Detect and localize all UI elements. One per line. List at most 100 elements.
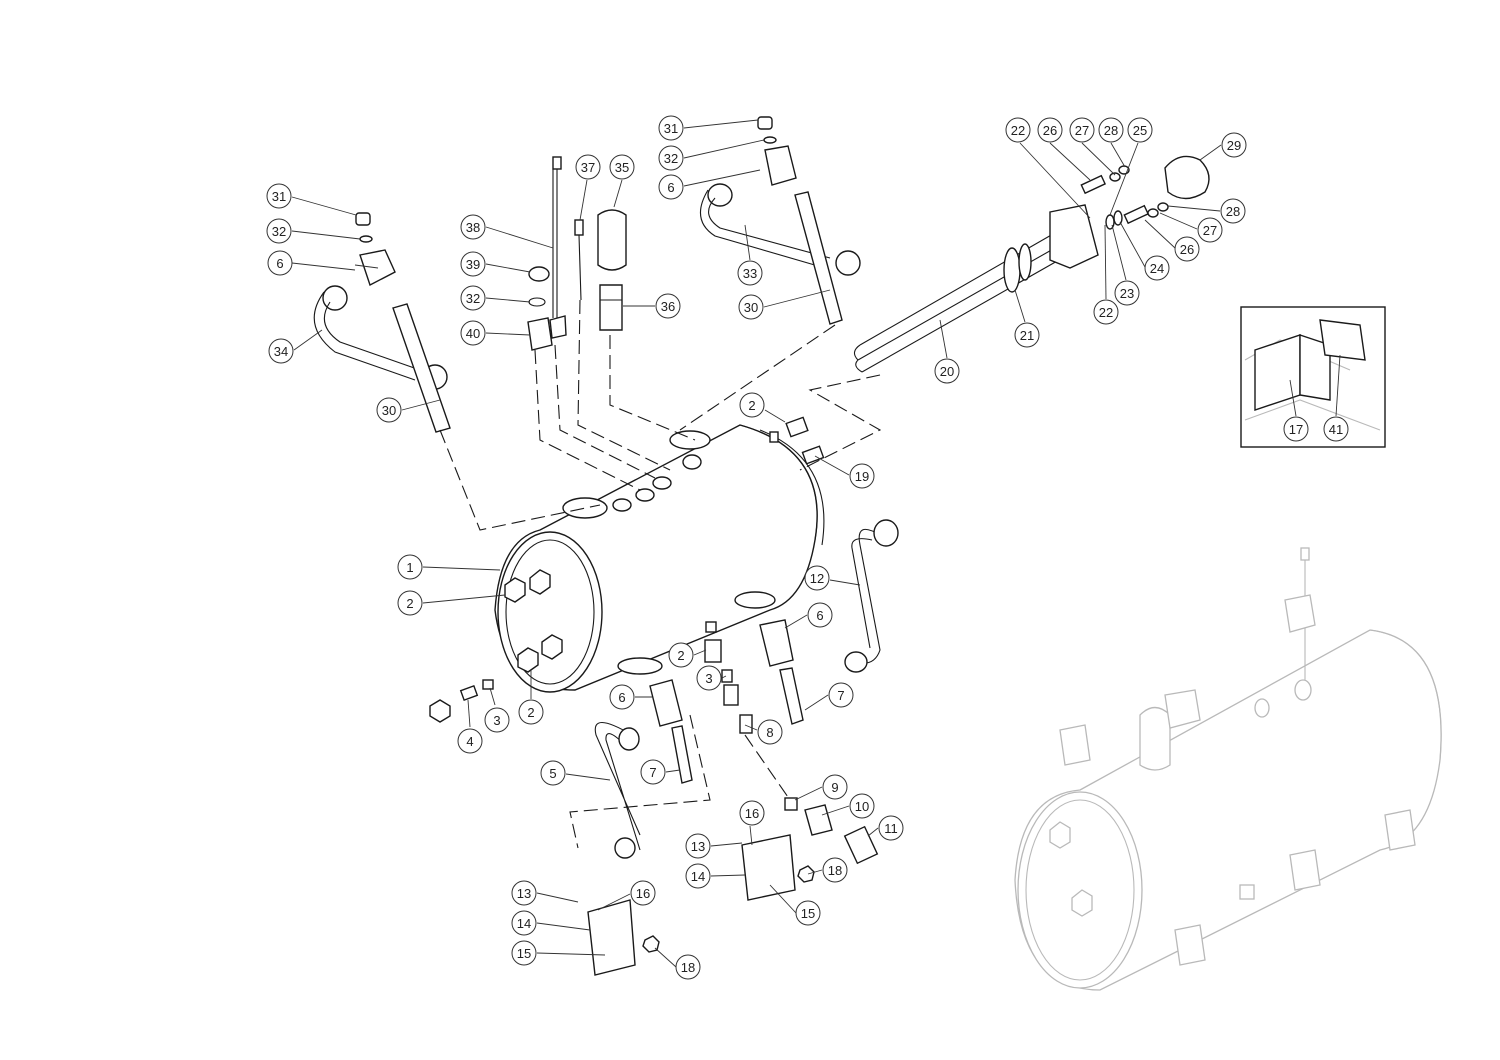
top-sensor-group [527,156,627,351]
callout-39-label: 39 [466,257,480,272]
callout-7-label: 7 [649,765,656,780]
callout-38-label: 38 [466,220,480,235]
callout-29 [1221,132,1247,158]
lower-pipes-and-fittings [429,519,899,976]
callout-21 [1014,322,1040,348]
callout-28 [1098,117,1124,143]
callout-2 [668,642,694,668]
callout-13 [511,880,537,906]
callout-7 [828,682,854,708]
callout-32-label: 32 [272,224,286,239]
callout-32-label: 32 [466,291,480,306]
callout-13-label: 13 [517,886,531,901]
inset-detail [1240,306,1386,448]
callout-32 [658,145,684,171]
callout-6-label: 6 [618,690,625,705]
callout-32 [460,285,486,311]
callout-38 [460,214,486,240]
callout-2 [518,699,544,725]
callout-24-label: 24 [1150,261,1164,276]
callout-31 [266,183,292,209]
callout-20 [934,358,960,384]
callout-35-label: 35 [615,160,629,175]
callout-37-label: 37 [581,160,595,175]
callout-22 [1005,117,1031,143]
callout-34-label: 34 [274,344,288,359]
callouts: 1 2 2 2 2 3 3 4 5 6 [266,115,1349,980]
callout-5-label: 5 [549,766,556,781]
callout-13 [685,833,711,859]
callout-22 [1093,299,1119,325]
callout-10 [849,793,875,819]
callout-33 [737,260,763,286]
callout-36 [655,293,681,319]
callout-2-label: 2 [677,648,684,663]
callout-1-label: 1 [406,560,413,575]
callout-15-label: 15 [517,946,531,961]
callout-6-label: 6 [816,608,823,623]
callout-13-label: 13 [691,839,705,854]
callout-27 [1069,117,1095,143]
callout-3-label: 3 [493,713,500,728]
callout-22-label: 22 [1011,123,1025,138]
callout-17-label: 17 [1289,422,1303,437]
callout-19 [849,463,875,489]
callout-32 [266,218,292,244]
callout-14-label: 14 [517,916,531,931]
callout-12-label: 12 [810,571,824,586]
callout-41-label: 41 [1329,422,1343,437]
callout-30 [376,397,402,423]
callout-18-label: 18 [828,863,842,878]
callout-7 [640,759,666,785]
callout-29-label: 29 [1227,138,1241,153]
callout-15 [795,900,821,926]
callout-16 [739,800,765,826]
callout-34 [268,338,294,364]
callout-22-label: 22 [1099,305,1113,320]
callout-6 [609,684,635,710]
callout-27 [1197,217,1223,243]
callout-33-label: 33 [743,266,757,281]
callout-31 [658,115,684,141]
callout-16-label: 16 [636,886,650,901]
right-steam-valve-assembly [699,116,861,325]
callout-32-label: 32 [664,151,678,166]
callout-28-label: 28 [1104,123,1118,138]
heating-element-assembly [853,155,1210,373]
callout-7-label: 7 [837,688,844,703]
callout-18 [675,954,701,980]
callout-3 [484,707,510,733]
callout-14 [685,863,711,889]
callout-14-label: 14 [691,869,705,884]
callout-28-label: 28 [1226,204,1240,219]
callout-6-label: 6 [276,256,283,271]
assembly-lines [439,299,882,849]
callout-16 [630,880,656,906]
callout-3-label: 3 [705,671,712,686]
callout-26 [1037,117,1063,143]
callout-26-label: 26 [1043,123,1057,138]
callout-6 [807,602,833,628]
callout-2-label: 2 [527,705,534,720]
callout-15-label: 15 [801,906,815,921]
callout-16-label: 16 [745,806,759,821]
callout-12 [804,565,830,591]
callout-31-label: 31 [272,189,286,204]
callout-8 [757,719,783,745]
callout-14 [511,910,537,936]
callout-19-label: 19 [855,469,869,484]
callout-15 [511,940,537,966]
callout-8-label: 8 [766,725,773,740]
callout-36-label: 36 [661,299,675,314]
callout-10-label: 10 [855,799,869,814]
left-steam-valve-assembly [313,212,451,433]
callout-2-label: 2 [748,398,755,413]
callout-35 [609,154,635,180]
callout-9 [822,774,848,800]
callout-27-label: 27 [1203,223,1217,238]
callout-27-label: 27 [1075,123,1089,138]
callout-4-label: 4 [466,734,473,749]
callout-30 [738,294,764,320]
boiler-tank [494,416,825,693]
